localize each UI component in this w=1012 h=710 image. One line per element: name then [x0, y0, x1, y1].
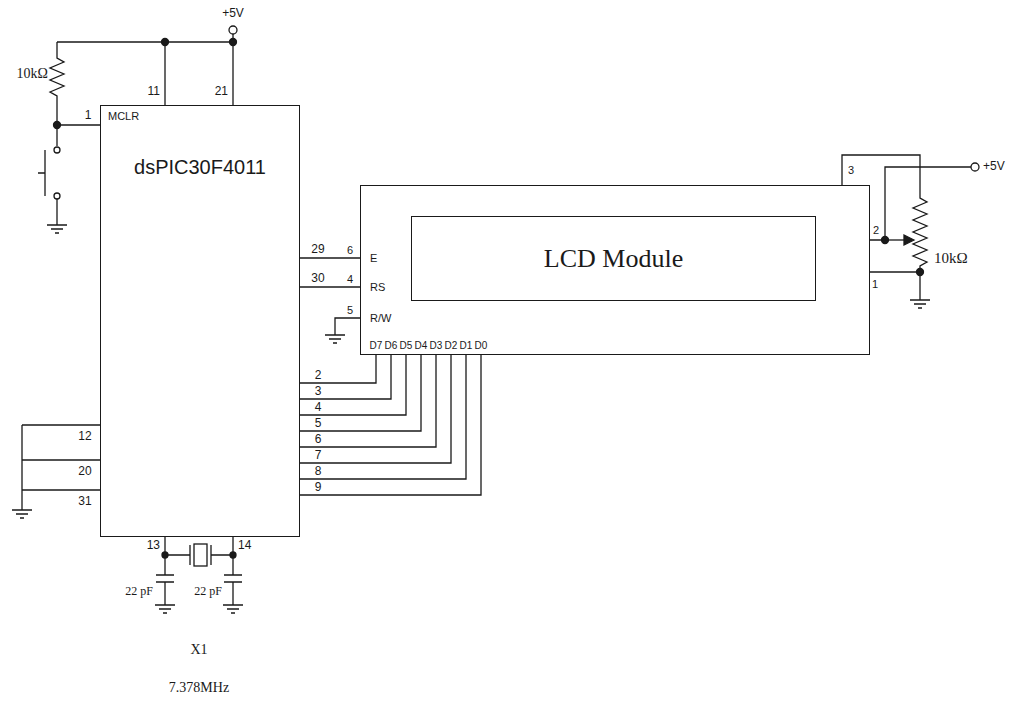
signal-wire [300, 355, 421, 431]
pin-number: 1 [872, 278, 878, 290]
power-rail [57, 26, 237, 105]
pin-number: 30 [311, 272, 324, 285]
contrast-pot-part [885, 239, 906, 240]
pin-number: 12 [78, 430, 91, 443]
pin-number: 31 [78, 495, 91, 508]
pin-name: D2 [445, 340, 458, 351]
ground-pins-part [12, 510, 32, 518]
power-rail-part [162, 39, 169, 46]
rw-ground-part [335, 318, 360, 335]
contrast-pot-part [870, 271, 920, 272]
pin-number: 2 [873, 224, 879, 236]
pin-name: D6 [385, 340, 398, 351]
pin-name: MCLR [108, 110, 139, 122]
pin-name: D0 [475, 340, 488, 351]
pin-name: R/W [370, 312, 391, 324]
pin-number: 1 [85, 109, 92, 122]
pin-name: D7 [370, 340, 383, 351]
pin-number: 21 [215, 85, 228, 98]
contrast-pot-part [870, 167, 971, 240]
pin-name: D4 [415, 340, 428, 351]
contrast-pot [842, 155, 979, 308]
crystal-circuit-part [162, 552, 168, 558]
signal-wire [300, 257, 360, 258]
pin-number: 4 [315, 401, 322, 414]
pin-number: 6 [347, 244, 353, 256]
crystal-circuit-part [223, 605, 243, 613]
part-name: X1 [190, 642, 207, 657]
signal-wire [300, 355, 451, 463]
resistor-value: 10kΩ [17, 66, 48, 81]
crystal-circuit [155, 537, 243, 613]
crystal-circuit-part [156, 575, 242, 605]
pin-name: D5 [400, 340, 413, 351]
pin-number: 4 [347, 273, 353, 285]
power-label: +5V [222, 7, 244, 20]
pin-number: 7 [315, 449, 322, 462]
pin-number: 14 [238, 539, 251, 552]
lcd-module: LCD Module [360, 185, 870, 355]
reset-circuit-part [47, 225, 67, 233]
reset-circuit-part [50, 42, 100, 125]
pin-number: 6 [315, 433, 322, 446]
rw-ground [325, 318, 360, 343]
crystal-circuit-part [194, 544, 207, 566]
chip-name: dsPIC30F4011 [101, 156, 299, 179]
part-value: 7.378MHz [169, 680, 229, 695]
signal-wire [300, 355, 391, 399]
pin-number: 5 [315, 417, 322, 430]
contrast-pot-part [910, 300, 930, 308]
pin-name: RS [370, 281, 385, 293]
signal-wire [300, 355, 481, 495]
signal-wire [300, 355, 466, 479]
ground-pins [12, 425, 100, 518]
microcontroller-chip: dsPIC30F4011 [100, 105, 300, 537]
pin-number: 11 [148, 85, 160, 98]
resistor-value: 10kΩ [934, 250, 968, 267]
ground-pins-part [22, 425, 100, 510]
signal-wire [300, 286, 360, 287]
pin-number: 3 [848, 164, 854, 176]
contrast-pot-part [917, 269, 924, 276]
pin-number: 29 [311, 243, 324, 256]
crystal-circuit-part [165, 537, 233, 575]
power-rail-part [57, 34, 233, 105]
signal-wire [300, 355, 436, 447]
pin-number: 5 [347, 304, 353, 316]
crystal-circuit-part [230, 552, 236, 558]
reset-circuit-part [38, 150, 45, 196]
contrast-pot-part [971, 163, 979, 171]
signal-wire [300, 355, 376, 383]
signal-wire [300, 355, 406, 415]
reset-circuit-part [56, 199, 57, 225]
pin-number: 13 [147, 539, 160, 552]
reset-circuit-part [56, 125, 57, 146]
contrast-pot-part [904, 235, 914, 245]
pin-number: 3 [315, 385, 322, 398]
pin-number: 9 [315, 481, 322, 494]
pin-number: 20 [78, 465, 91, 478]
rw-ground-part [325, 335, 345, 343]
crystal-circuit-part [155, 605, 175, 613]
pin-name: E [370, 252, 377, 264]
power-rail-part [229, 26, 237, 34]
reset-circuit-part [54, 193, 60, 199]
power-label: +5V [983, 160, 1005, 173]
pin-name: D3 [430, 340, 443, 351]
capacitor-value: 22 pF [194, 585, 222, 598]
reset-circuit-part [54, 147, 60, 153]
pin-name: D1 [460, 340, 473, 351]
pin-number: 8 [315, 465, 322, 478]
pin-number: 2 [315, 369, 322, 382]
power-rail-part [230, 39, 237, 46]
capacitor-value: 22 pF [125, 585, 153, 598]
display-window: LCD Module [411, 216, 816, 301]
